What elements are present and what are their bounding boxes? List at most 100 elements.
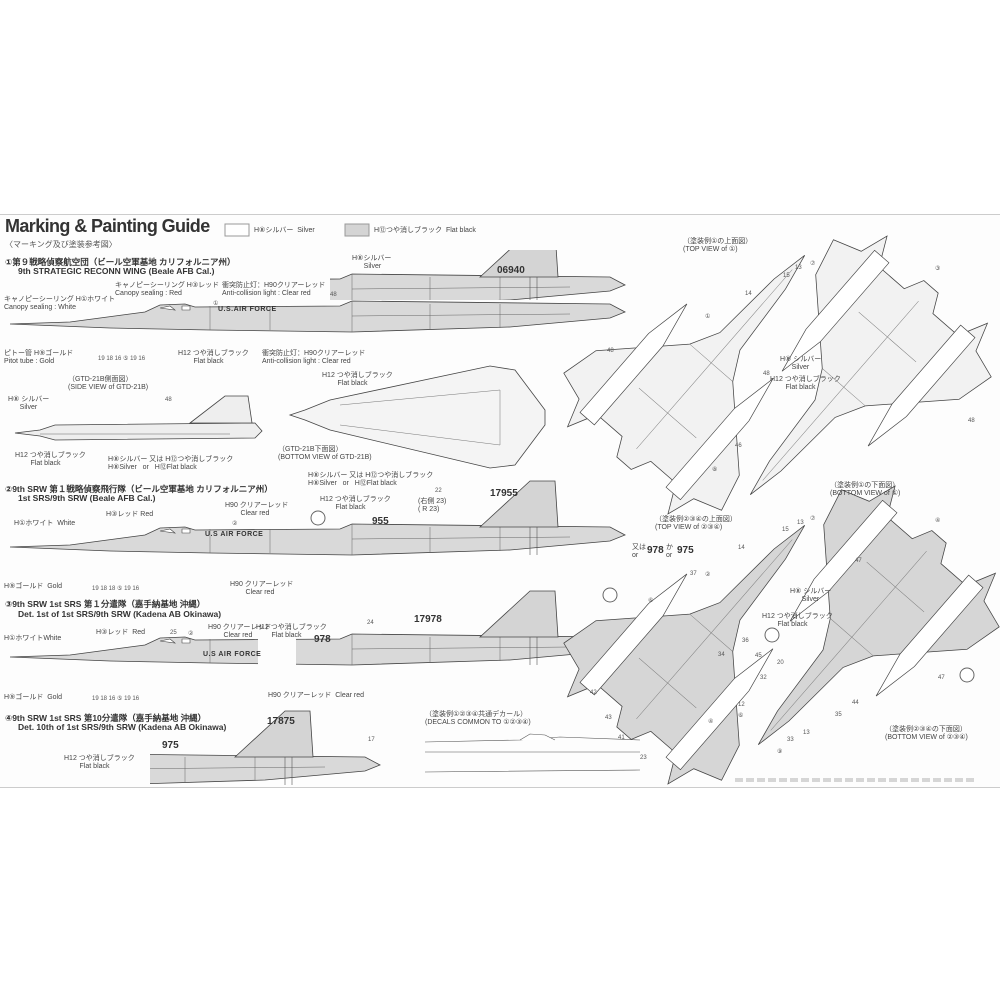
- label-s2-red: H③レッド Red: [106, 511, 154, 518]
- label-views-or-b: か or: [666, 544, 673, 559]
- callout-number-views-nums2-20: ⑥: [738, 713, 744, 719]
- callout-number-s1-nums: 19 18 16 ⑤ 19 16: [98, 356, 146, 362]
- label-gtd-side-title: （GTD-21B側面図） (SIDE VIEW of GTD-21B): [68, 376, 149, 391]
- callout-number-views-nums2-18: 32: [760, 675, 767, 681]
- label-s3-clear-top: H90 クリアーレッド Clear red: [208, 624, 272, 639]
- label-s3-gold: H⑨ゴールド Gold: [4, 694, 63, 701]
- callout-number-views-nums2-4: 37: [690, 571, 697, 577]
- callout-number-s3-n25: 25: [170, 630, 177, 636]
- section-heading-s4-en: Det. 10th of 1st SRS/9th SRW (Kadena AB …: [18, 722, 227, 732]
- callout-number-views-nums2-2: 15: [782, 527, 789, 533]
- callout-number-views-nums1-4: ①: [705, 314, 711, 320]
- label-views-n975: 975: [677, 545, 694, 556]
- label-s1-usaf: U.S.AIR FORCE: [218, 306, 277, 313]
- label-gtd-either2: H⑧シルバー 又は H⑫つや消しブラック H⑧Silver or H⑫Flat …: [308, 472, 434, 487]
- callout-number-s4-n17: 17: [368, 737, 375, 743]
- callout-number-s3-nums: 19 18 16 ⑤ 19 16: [92, 696, 140, 702]
- callout-number-views-nums2-8: 42: [590, 690, 597, 696]
- callout-number-views-nums2-17: 20: [777, 660, 784, 666]
- footer-text: [735, 778, 975, 782]
- callout-number-views-nums2-26: ④: [935, 518, 941, 524]
- section-heading-s4-jp: ④9th SRW 1st SRS 第10分遣隊（嘉手納基地 沖縄）: [5, 713, 207, 723]
- label-s3-black: H12 つや消しブラック Flat black: [256, 624, 327, 639]
- label-s1-black: H12 つや消しブラック Flat black: [178, 350, 249, 365]
- label-s1-anticol-top: 衝突防止灯：H90クリアーレッド Anti-collision light : …: [222, 282, 326, 297]
- label-s2-code: 955: [372, 516, 389, 527]
- label-views-bottom1: （塗装例①の下面図） (BOTTOM VIEW of ①): [830, 482, 901, 497]
- label-gtd-black: H12 つや消しブラック Flat black: [15, 452, 86, 467]
- page-title: Marking & Painting Guide: [5, 216, 210, 236]
- label-s1-black2: H12 つや消しブラック Flat black: [322, 372, 393, 387]
- callout-number-views-nums2-24: 35: [835, 712, 842, 718]
- label-views-or-a: 又は or: [632, 544, 646, 559]
- callout-number-views-nums2-14: 47: [938, 675, 945, 681]
- callout-number-views-nums1-10: 48: [968, 418, 975, 424]
- roundel-callout: [310, 510, 326, 526]
- callout-number-views-nums1-6: 48: [763, 371, 770, 377]
- callout-number-s2-n22: 22: [435, 488, 442, 494]
- callout-number-views-nums1-1: 13: [795, 265, 802, 271]
- label-gtd-silver: H⑧ シルバー Silver: [8, 396, 50, 411]
- section-heading-s2-jp: ②9th SRW 第１戦略偵察飛行隊（ビール空軍基地 カリフォルニア州）: [5, 484, 273, 494]
- label-s4-code: 975: [162, 740, 179, 751]
- label-views-n978: 978: [647, 545, 664, 556]
- callout-number-views-nums1-7: 46: [735, 443, 742, 449]
- silver-swatch: [224, 223, 250, 237]
- callout-number-views-nums2-10: 41: [618, 735, 625, 741]
- label-s3-code: 978: [314, 634, 331, 645]
- page-subtitle: 〈マーキング及び塗装参考図〉: [5, 240, 117, 249]
- label-views-black2: H12 つや消しブラック Flat black: [762, 613, 833, 628]
- callout-number-views-nums2-5: ②: [705, 572, 711, 578]
- label-s1-anticol-bot: 衝突防止灯：H90クリアーレッド Anti-collision light : …: [262, 350, 366, 365]
- callout-number-s3-n2: ②: [188, 631, 194, 637]
- label-s1-pitot: ピトー管 H⑨ゴールド Pitot tube : Gold: [4, 350, 74, 365]
- callout-number-views-nums1-8: ⑧: [712, 467, 718, 473]
- callout-number-s2-n2: ②: [232, 521, 238, 527]
- label-views-top1: （塗装例①の上面図） (TOP VIEW of ①): [683, 238, 753, 253]
- callout-number-views-nums2-3: 14: [738, 545, 745, 551]
- callout-number-gtd-n48: 48: [165, 397, 172, 403]
- label-s2-gold: H⑨ゴールド Gold: [4, 583, 63, 590]
- gtd-21b-side-view: [14, 395, 263, 441]
- callout-number-s1-n1: ①: [213, 301, 219, 307]
- callout-number-s1-n48: 48: [330, 292, 337, 298]
- legend-flat-black: H⑫つや消しブラック Flat black: [374, 227, 476, 234]
- label-s1-canopy-white: キャノピーシーリング H①ホワイト Canopy sealing : White: [4, 296, 116, 311]
- label-s3-usaf: U.S AIR FORCE: [203, 651, 262, 658]
- label-s3-red: H③レッド Red: [96, 629, 146, 636]
- label-s1-serial: 06940: [497, 265, 525, 276]
- callout-number-views-nums1-3: 14: [745, 291, 752, 297]
- callout-number-views-nums2-22: 33: [787, 737, 794, 743]
- callout-number-views-nums2-1: 13: [797, 520, 804, 526]
- callout-number-views-nums2-7: 45: [755, 653, 762, 659]
- callout-number-views-nums2-16: 36: [742, 638, 749, 644]
- decals-common-drawing: [424, 733, 641, 773]
- callout-number-views-nums1-9: ③: [935, 266, 941, 272]
- label-s1-canopy-red: キャノピーシーリング H③レッド Canopy sealing : Red: [115, 282, 220, 297]
- callout-number-views-nums1-0: ⑦: [810, 261, 816, 267]
- callout-number-views-nums2-21: ⑨: [777, 749, 783, 755]
- label-s3-clear-bot: H90 クリアーレッド Clear red: [268, 692, 365, 699]
- label-s4-black: H12 つや消しブラック Flat black: [64, 755, 135, 770]
- callout-number-views-nums2-11: 23: [640, 755, 647, 761]
- section-heading-s1-jp: ①第９戦略偵察航空団（ビール空軍基地 カリフォルニア州）: [5, 257, 236, 267]
- label-s2-black: H12 つや消しブラック Flat black: [320, 496, 391, 511]
- section-heading-s2-en: 1st SRS/9th SRW (Beale AFB Cal.): [18, 493, 156, 503]
- label-gtd-bottom-title: （GTD-21B下面図） (BOTTOM VIEW of GTD-21B): [278, 446, 372, 461]
- section-heading-s3-jp: ③9th SRW 1st SRS 第１分遣隊（嘉手納基地 沖縄）: [5, 599, 206, 609]
- label-s4-serial: 17875: [267, 716, 295, 727]
- label-s2-serial: 17955: [490, 488, 518, 499]
- callout-number-views-nums2-15: 34: [718, 652, 725, 658]
- callout-number-views-nums2-23: 13: [803, 730, 810, 736]
- label-s3-white: H①ホワイトWhite: [4, 635, 62, 642]
- label-views-black1: H12 つや消しブラック Flat black: [770, 376, 841, 391]
- legend-silver: H⑧シルバー Silver: [254, 227, 315, 234]
- label-views-top234: （塗装例②③④の上面図） (TOP VIEW of ②③④): [655, 516, 737, 531]
- callout-number-views-nums2-25: 44: [852, 700, 859, 706]
- callout-number-s2-nums: 19 18 18 ⑤ 19 16: [92, 586, 140, 592]
- section-heading-s3-en: Det. 1st of 1st SRS/9th SRW (Kadena AB O…: [18, 609, 222, 619]
- label-s2-clear-top: H90 クリアーレッド Clear red: [225, 502, 289, 517]
- callout-number-views-nums2-9: 43: [605, 715, 612, 721]
- label-gtd-either: H⑧シルバー 又は H⑫つや消しブラック H⑧Silver or H⑫Flat …: [108, 456, 234, 471]
